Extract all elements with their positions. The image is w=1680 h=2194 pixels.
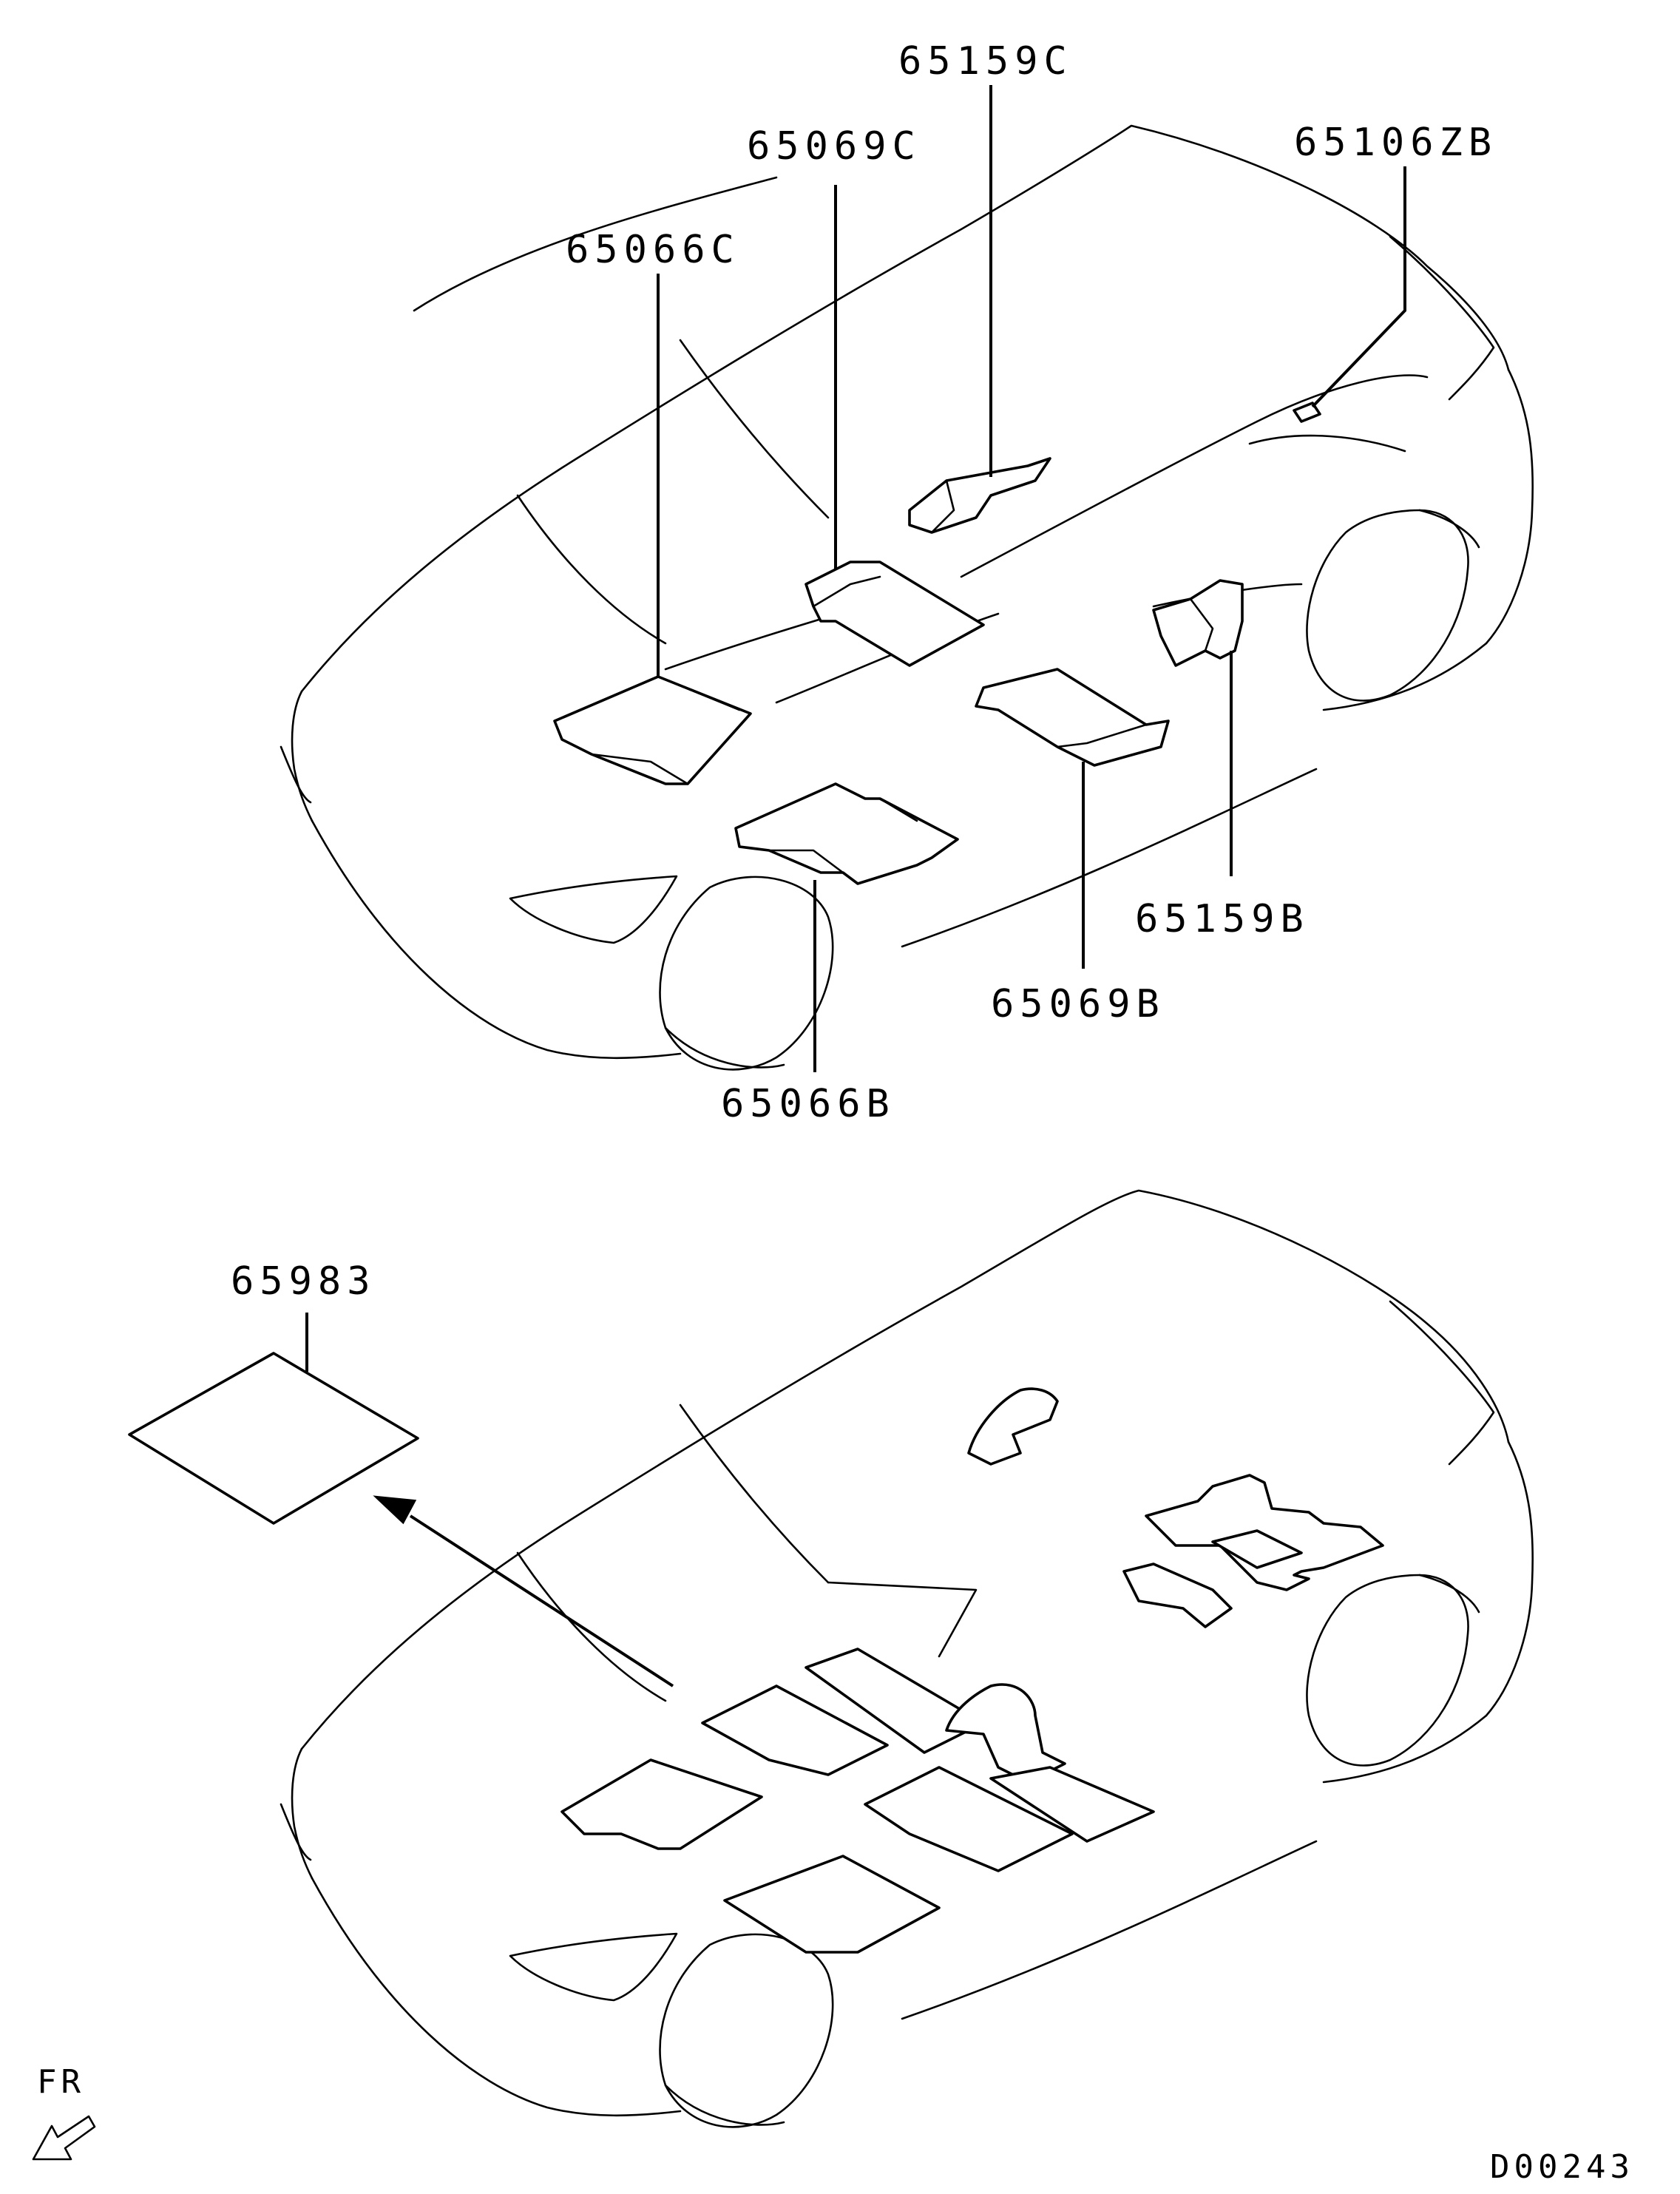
part-65983-shape [128, 1352, 419, 1525]
callout-65066B: 65066B [721, 1082, 895, 1126]
front-direction-indicator: FR [32, 2063, 96, 2161]
callout-65159C: 65159C [898, 39, 1073, 84]
callout-65066C: 65066C [566, 228, 740, 272]
part-65069B-shape [975, 668, 1170, 767]
top-vehicle-outline [280, 124, 1534, 1071]
callout-65106ZB: 65106ZB [1294, 121, 1497, 165]
callout-65159B: 65159B [1135, 897, 1310, 941]
callout-65983: 65983 [231, 1259, 376, 1304]
part-65069C-shape [805, 561, 985, 667]
bottom-floor-mats [560, 1387, 1384, 1954]
front-arrow-icon [32, 2115, 96, 2161]
direction-label: FR [37, 2063, 85, 2101]
top-callouts: 65159C 65106ZB 65069C 65066C 65159B 6506… [566, 39, 1497, 1126]
bottom-leader-lines [305, 1313, 674, 1687]
part-65106ZB-shape [1293, 402, 1321, 423]
callout-65069B: 65069B [991, 982, 1165, 1026]
bottom-vehicle-outline [280, 1189, 1534, 2128]
part-65066C-shape [553, 675, 752, 785]
drawing-code: D00243 [1490, 2148, 1634, 2186]
part-65159B-shape [1152, 579, 1244, 667]
top-leader-lines [657, 85, 1406, 1072]
callout-65069C: 65069C [747, 124, 921, 169]
part-65066B-shape [734, 782, 959, 885]
part-65159C-shape [908, 457, 1051, 534]
